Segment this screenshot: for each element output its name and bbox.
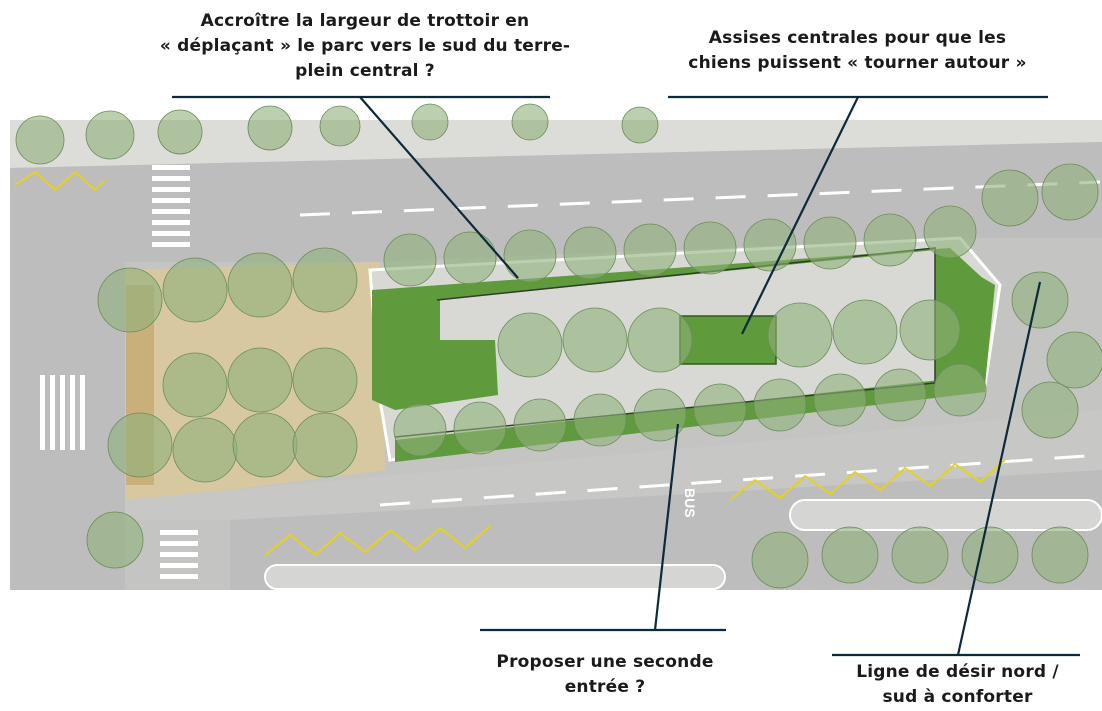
- tree-canopy: [15, 103, 1102, 589]
- callout-leader-seating: [741, 96, 859, 335]
- annotation-desire-line-line-2: sud à conforter: [882, 687, 1033, 707]
- annotation-sidewalk: Accroître la largeur de trottoir en « dé…: [130, 9, 600, 84]
- park-grass-west: [372, 295, 498, 410]
- island-south-1: [264, 564, 726, 590]
- callout-leader-entrance: [653, 423, 680, 631]
- callout-leader-desire-line: [956, 281, 1042, 656]
- callout-leader-sidewalk: [359, 96, 519, 279]
- crosswalk-west: [40, 375, 85, 450]
- annotation-entrance-line-2: entrée ?: [564, 677, 646, 697]
- annotation-entrance-line-1: Proposer une seconde: [496, 652, 714, 672]
- lane-markings: [299, 180, 1101, 507]
- zigzag-south-2: [729, 459, 1006, 501]
- annotation-sidewalk-line-2: « déplaçant » le parc vers le sud du ter…: [159, 36, 571, 56]
- annotation-seating-line-2: chiens puissent « tourner autour »: [688, 53, 1027, 73]
- callout-lines: [172, 95, 1080, 657]
- bus-marking: BUS: [682, 488, 698, 518]
- annotation-desire-line: Ligne de désir nord / sud à conforter: [815, 660, 1100, 710]
- annotation-sidewalk-line-1: Accroître la largeur de trottoir en: [200, 11, 530, 31]
- annotation-seating-line-1: Assises centrales pour que les: [708, 28, 1007, 48]
- annotation-seating: Assises centrales pour que les chiens pu…: [660, 26, 1055, 76]
- south-road-edge: [125, 410, 1102, 520]
- zigzag-north: [14, 170, 106, 192]
- annotation-entrance: Proposer une seconde entrée ?: [450, 650, 760, 700]
- central-seating-area: [679, 315, 777, 365]
- crosswalk-south: [160, 530, 198, 579]
- island-south-2: [789, 499, 1102, 531]
- crosswalk-north: [152, 165, 190, 247]
- zigzag-south-1: [264, 525, 491, 557]
- annotation-desire-line-line-1: Ligne de désir nord /: [856, 662, 1059, 682]
- annotation-sidewalk-line-3: plein central ?: [295, 61, 435, 81]
